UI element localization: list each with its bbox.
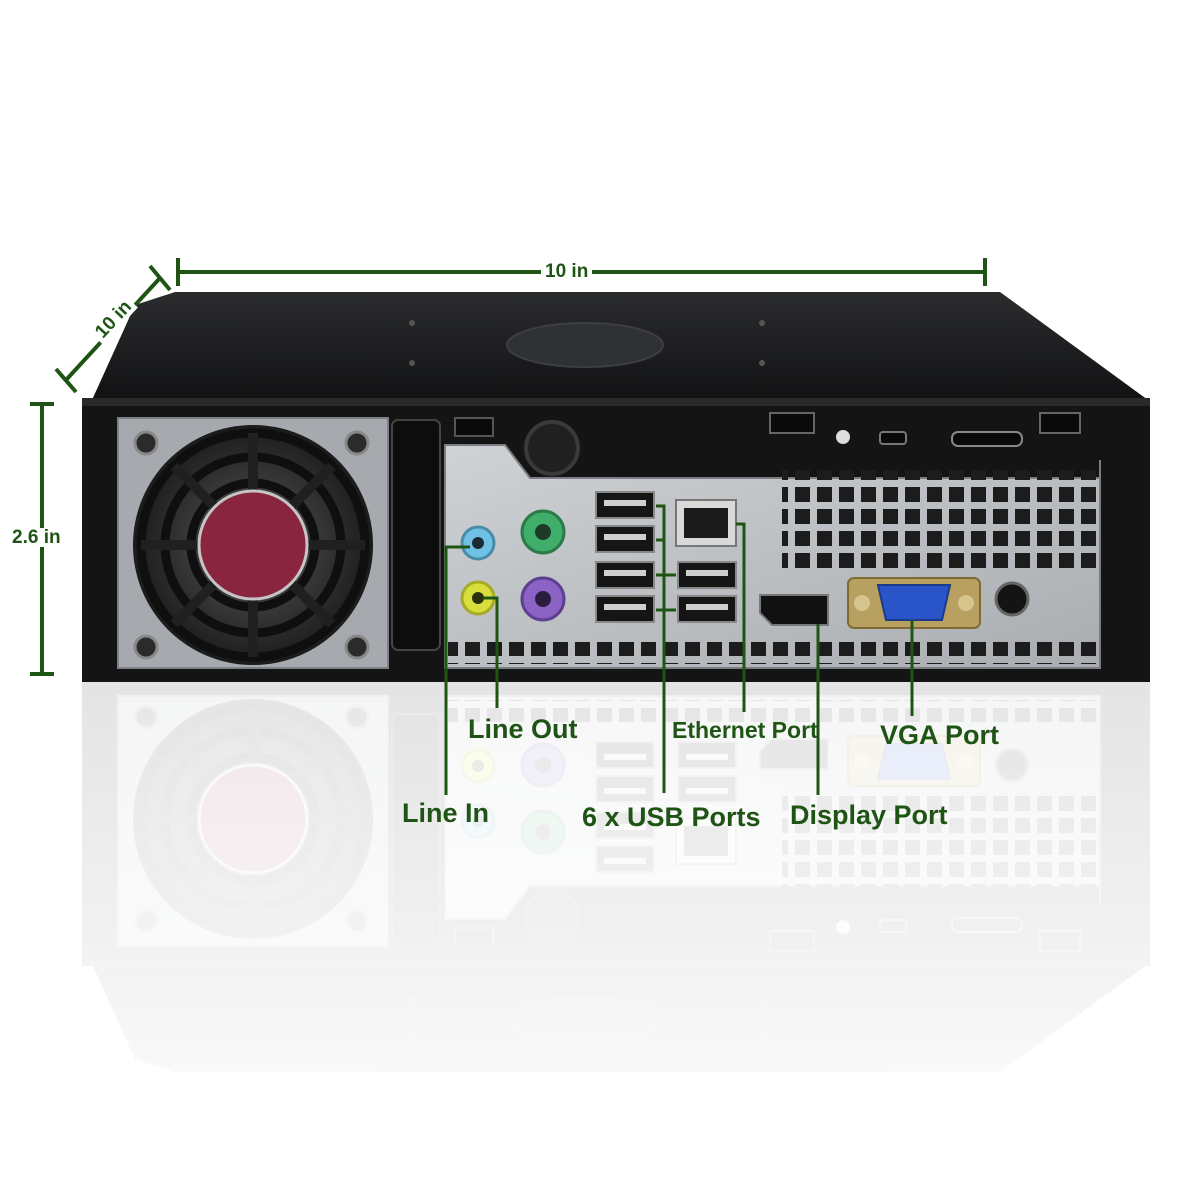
line-in-label: Line In	[402, 798, 489, 828]
callout-leaders	[444, 504, 914, 795]
ethernet-leader	[736, 522, 746, 712]
display-port-label: Display Port	[790, 800, 948, 830]
usb-ports-label: 6 x USB Ports	[582, 802, 761, 832]
line-out-leader	[484, 596, 499, 708]
line-out-label: Line Out	[468, 714, 578, 744]
floor-reflection	[0, 682, 1200, 1200]
line-in-leader	[444, 545, 470, 795]
width-dimension-label: 10 in	[541, 262, 593, 281]
vga-port-label: VGA Port	[880, 720, 1000, 750]
computer-chassis	[82, 292, 1150, 682]
ethernet-port-label: Ethernet Port	[672, 717, 818, 743]
usb-leader	[656, 504, 666, 793]
height-dimension-label: 2.6 in	[8, 528, 65, 547]
